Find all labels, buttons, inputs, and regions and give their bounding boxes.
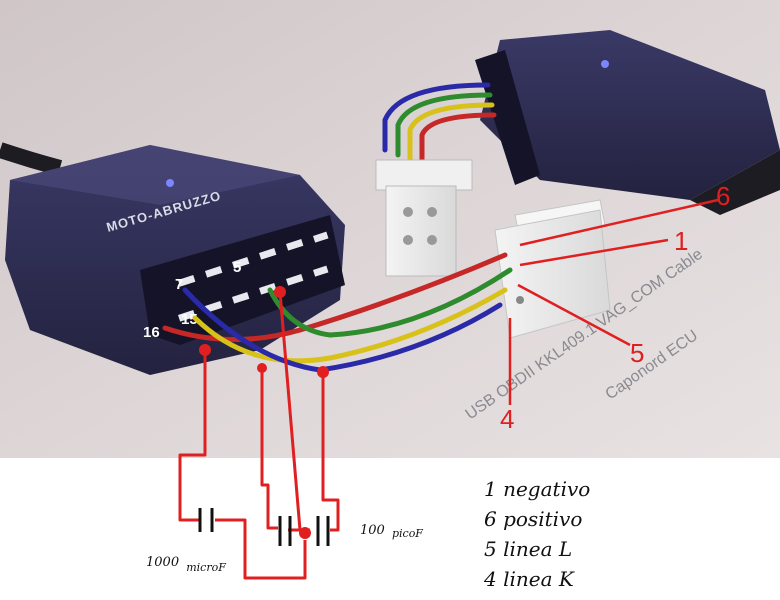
wire-yellow (192, 287, 508, 364)
pin-label-15: 15 (181, 311, 198, 328)
legend-item-negativo: 1 negativo (484, 477, 591, 501)
capacitor-right-label: 100 picoF (360, 523, 423, 540)
capacitor-circuit (178, 291, 340, 580)
annotation-area (0, 458, 780, 600)
obd-connector-right (475, 30, 780, 215)
pin-label-16: 16 (143, 324, 160, 341)
legend-item-linea-k: 4 linea K (484, 567, 574, 591)
legend-item-positivo: 6 positivo (484, 507, 583, 531)
obd-connector-left: MOTO-ABRUZZO 16 15 7 5 (5, 145, 345, 375)
pin-legend: 1 negativo 6 positivo 5 linea L 4 linea … (484, 474, 684, 594)
legend-item-linea-l: 5 linea L (484, 537, 573, 561)
pin-label-5: 5 (233, 259, 241, 276)
white-plug (494, 199, 611, 339)
led-icon (166, 179, 174, 187)
capacitor-right-unit: picoF (392, 527, 423, 540)
wire-number-5: 5 (630, 338, 644, 368)
wire-green (267, 267, 513, 338)
capacitor-left-value: 1000 (146, 555, 179, 570)
main-cable (0, 142, 63, 176)
wire-number-1: 1 (674, 226, 688, 256)
capacitor-left-unit: microF (186, 561, 226, 574)
capacitor-right-value: 100 (360, 523, 385, 538)
capacitor-plates (198, 508, 330, 546)
capacitor-left-label: 1000 microF (146, 555, 226, 574)
pin-label-7: 7 (175, 276, 183, 293)
led-icon-right (601, 60, 609, 68)
small-white-connector (375, 159, 473, 277)
annotation-leaders (508, 198, 719, 405)
junction-dots (199, 286, 329, 539)
wire-number-4: 4 (500, 404, 514, 434)
wire-number-6: 6 (716, 181, 730, 211)
wires-top (382, 82, 497, 166)
